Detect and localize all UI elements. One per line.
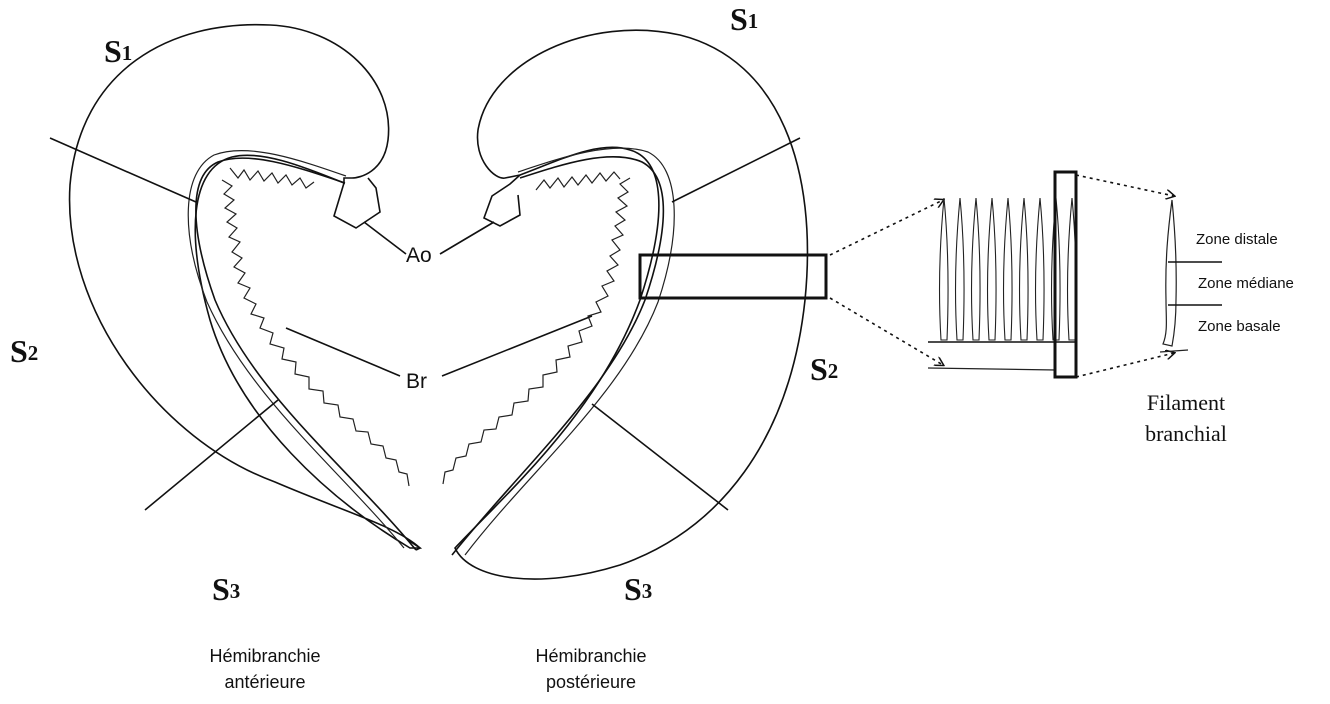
- anterior-lamellae-serration: [222, 168, 409, 486]
- zone-mediane-label: Zone médiane: [1198, 275, 1294, 292]
- zoom-arrow-bottom: [830, 298, 943, 365]
- section-label-left-s1: S1: [104, 33, 132, 69]
- filament-label-line2: branchial: [1145, 421, 1227, 446]
- posterior-section-line-s1-s2: [672, 138, 800, 202]
- caption-anterior-line2: antérieure: [224, 672, 305, 692]
- posterior-hemibranch-outline: [455, 30, 807, 579]
- zone-distale-label: Zone distale: [1196, 231, 1278, 248]
- section-label-left-s3: S3: [212, 571, 240, 607]
- enlarged-base-line-bottom: [928, 368, 1056, 370]
- anterior-base-pad: [334, 178, 380, 228]
- caption-posterior-line1: Hémibranchie: [535, 646, 646, 666]
- caption-posterior-line2: postérieure: [546, 672, 636, 692]
- single-arrow-top: [1076, 175, 1174, 196]
- section-label-right-s3: S3: [624, 571, 652, 607]
- zoom-arrow-top: [830, 200, 943, 255]
- pointer-lines: [286, 222, 592, 376]
- enlarged-filament: [940, 198, 948, 340]
- filament-label-line1: Filament: [1147, 390, 1225, 415]
- single-arrow-bottom: [1076, 353, 1174, 377]
- single-filament-base: [1160, 350, 1188, 352]
- caption-anterior-line1: Hémibranchie: [209, 646, 320, 666]
- single-filament: [1163, 200, 1176, 346]
- posterior-section-line-s2-s3: [592, 404, 728, 510]
- section-label-right-s1: S1: [730, 1, 758, 37]
- ao-pointer-right: [440, 222, 494, 254]
- selection-box: [640, 255, 826, 298]
- enlarged-filament: [988, 198, 996, 340]
- anterior-hemibranch: [50, 25, 420, 550]
- enlarged-filament: [1020, 198, 1028, 340]
- enlarged-filament: [1036, 198, 1044, 340]
- section-label-right-s2: S2: [810, 351, 838, 387]
- posterior-base-pad: [484, 175, 520, 226]
- posterior-hemibranch: [443, 30, 807, 579]
- zone-basale-label: Zone basale: [1198, 318, 1281, 335]
- enlarged-filament: [1004, 198, 1012, 340]
- anterior-section-line-s2-s3: [145, 400, 278, 510]
- section-label-left-s2: S2: [10, 333, 38, 369]
- br-pointer-left: [286, 328, 400, 376]
- label-ao: Ao: [406, 244, 432, 267]
- enlarged-filament: [956, 198, 964, 340]
- ao-pointer-left: [364, 222, 406, 254]
- posterior-lamellae-serration: [443, 172, 630, 484]
- label-br: Br: [406, 370, 427, 393]
- enlarged-filament: [972, 198, 980, 340]
- posterior-lamella-band-inner: [465, 148, 674, 555]
- anterior-lamella-band: [196, 158, 416, 550]
